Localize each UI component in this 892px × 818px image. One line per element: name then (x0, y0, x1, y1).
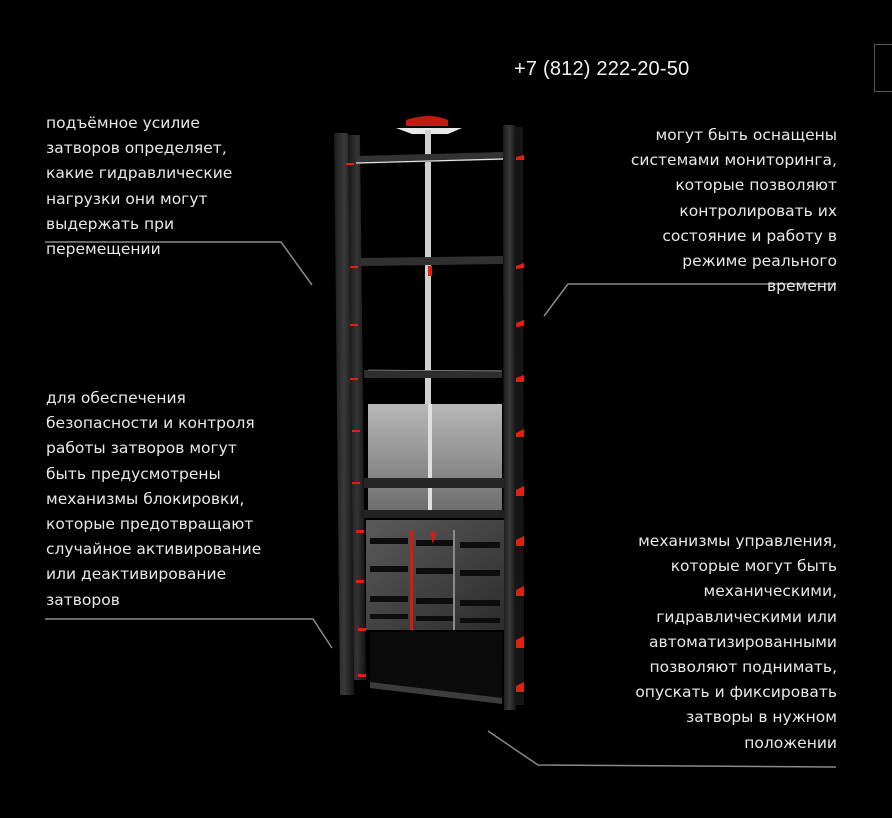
note-monitoring: могут быть оснащены системами мониторинг… (631, 123, 837, 299)
note-line: позволяют поднимать, (649, 658, 837, 677)
note-line: безопасности и контроля (46, 414, 255, 433)
note-line: механизмы блокировки, (46, 489, 245, 508)
note-line: которые могут быть (670, 557, 837, 576)
note-line: состояние и работу в (662, 226, 837, 245)
note-line: механизмы управления, (638, 532, 837, 550)
note-line: положении (744, 733, 837, 752)
note-line: затворов (46, 590, 120, 609)
sluice-gate-illustration (334, 116, 524, 710)
right-post-outer (503, 125, 516, 710)
note-line: гидравлическими или (656, 607, 837, 626)
note-line: случайное активирование (46, 540, 262, 559)
note-line: автоматизированными (649, 632, 837, 651)
header-edge-button[interactable] (874, 44, 892, 92)
note-line: которые предотвращают (46, 515, 254, 534)
note-line: опускать и фиксировать (635, 683, 837, 702)
note-line: которые позволяют (675, 176, 837, 195)
note-lifting-force: подъёмное усилие затворов определяет, ка… (46, 111, 232, 262)
note-locking: для обеспечения безопасности и контроля … (46, 386, 261, 613)
gate-leaf-upper (368, 404, 502, 510)
note-line: подъёмное усилие (46, 114, 200, 132)
note-line: работы затворов могут (46, 439, 237, 458)
red-bracket-accents (516, 155, 524, 692)
note-line: могут быть оснащены (655, 126, 837, 144)
phone-link[interactable]: +7 (812) 222-20-50 (514, 58, 690, 80)
note-line: какие гидравлические (46, 164, 233, 183)
gate-stem (425, 130, 431, 510)
left-post-inner (348, 135, 366, 680)
note-line: затворов определяет, (46, 139, 227, 158)
note-line: контролировать их (679, 201, 837, 220)
note-control: механизмы управления, которые могут быть… (635, 529, 837, 756)
note-line: времени (767, 277, 837, 296)
right-post-inner (515, 127, 524, 705)
left-post-outer (334, 133, 354, 695)
note-line: быть предусмотрены (46, 464, 221, 483)
note-line: нагрузки они могут (46, 189, 208, 208)
note-line: для обеспечения (46, 389, 186, 407)
note-line: режиме реального (682, 252, 837, 271)
note-line: или деактивирование (46, 565, 227, 584)
note-line: выдержать при (46, 214, 175, 233)
connector-line-locking (45, 618, 333, 649)
note-line: механическими, (703, 582, 837, 601)
note-line: системами мониторинга, (630, 151, 837, 170)
note-line: затворы в нужном (685, 708, 837, 727)
note-line: перемещении (46, 240, 161, 259)
